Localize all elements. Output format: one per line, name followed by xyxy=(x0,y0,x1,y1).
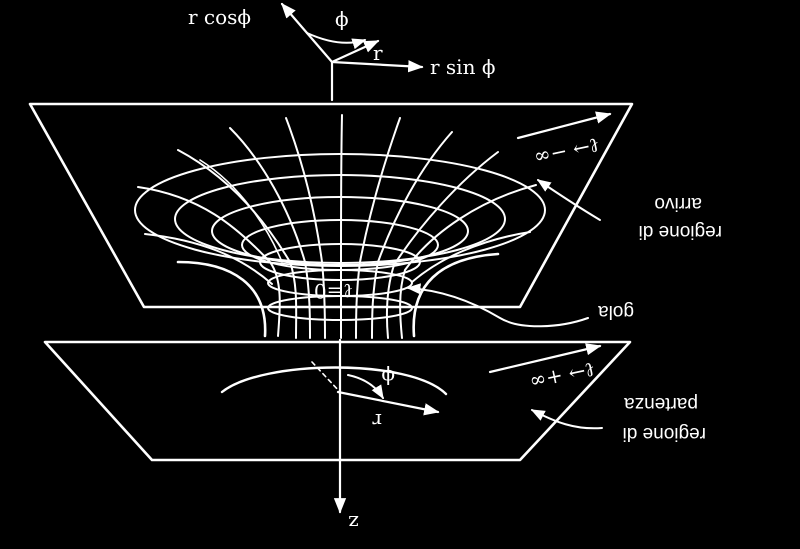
meridian-10 xyxy=(399,184,537,339)
throat-name: gola xyxy=(598,301,634,322)
departure-r-label: r xyxy=(372,409,382,433)
meridian-5 xyxy=(285,117,326,339)
z-axis: z xyxy=(333,338,359,535)
r-cos-label: r cosϕ xyxy=(188,5,251,29)
r-sin-axis-arrow xyxy=(330,60,424,73)
arrival-limit-label: ℓ→ −∞ xyxy=(532,133,602,170)
throat-right-outline xyxy=(412,252,500,338)
meridian-6 xyxy=(339,114,343,339)
meridian-4 xyxy=(229,127,311,339)
arrival-plane xyxy=(28,102,634,309)
r-vector-arrow xyxy=(330,39,380,64)
throat-left-outline xyxy=(176,260,267,338)
meridian-7 xyxy=(355,117,401,339)
departure-phi-label: ϕ xyxy=(381,365,395,389)
meridian-3 xyxy=(177,149,298,339)
meridian-2 xyxy=(144,233,273,285)
throat-annotation: ℓ=0 gola xyxy=(314,279,634,328)
arrival-plane-outline xyxy=(28,102,634,309)
arrival-leader-line xyxy=(536,179,601,221)
departure-phi-arc xyxy=(347,374,384,400)
meridian-11 xyxy=(411,231,531,283)
phi-angle-arc xyxy=(306,32,367,50)
meridian-12 xyxy=(199,159,283,263)
departure-arc xyxy=(220,366,448,396)
departure-label-line1: partenza xyxy=(624,393,698,414)
arrival-limit-arrow xyxy=(516,111,612,140)
top-axes: r cosϕ r sin ϕ ϕ r xyxy=(188,2,495,102)
funnel-ring-1 xyxy=(134,153,546,267)
departure-limit-arrow xyxy=(488,343,602,374)
departure-annotation: ℓ→ +∞ partenza regione di xyxy=(488,343,706,444)
arrival-annotation: ℓ→ −∞ arrivo regione di xyxy=(516,111,722,242)
throat-equation: ℓ=0 xyxy=(314,279,353,303)
arrival-label-line2: regione di xyxy=(639,221,722,242)
r-sin-label: r sin ϕ xyxy=(430,55,495,79)
meridian-9 xyxy=(385,151,499,339)
departure-leader-line xyxy=(530,409,603,430)
meridian-1 xyxy=(137,186,281,337)
meridian-8 xyxy=(371,131,453,339)
departure-polar-figure: ϕ r xyxy=(220,361,448,433)
throat-leader-line xyxy=(406,283,589,328)
departure-label-line2: regione di xyxy=(623,423,706,444)
departure-plane-outline xyxy=(43,340,632,462)
wormhole-funnel xyxy=(134,114,546,339)
r-top-label: r xyxy=(373,41,383,65)
arrival-label-line1: arrivo xyxy=(654,193,702,214)
departure-r-arrow xyxy=(336,390,440,416)
departure-plane xyxy=(43,340,632,462)
phi-top-label: ϕ xyxy=(335,7,349,31)
departure-dashed-line xyxy=(311,361,341,393)
z-axis-label: z xyxy=(348,511,359,535)
